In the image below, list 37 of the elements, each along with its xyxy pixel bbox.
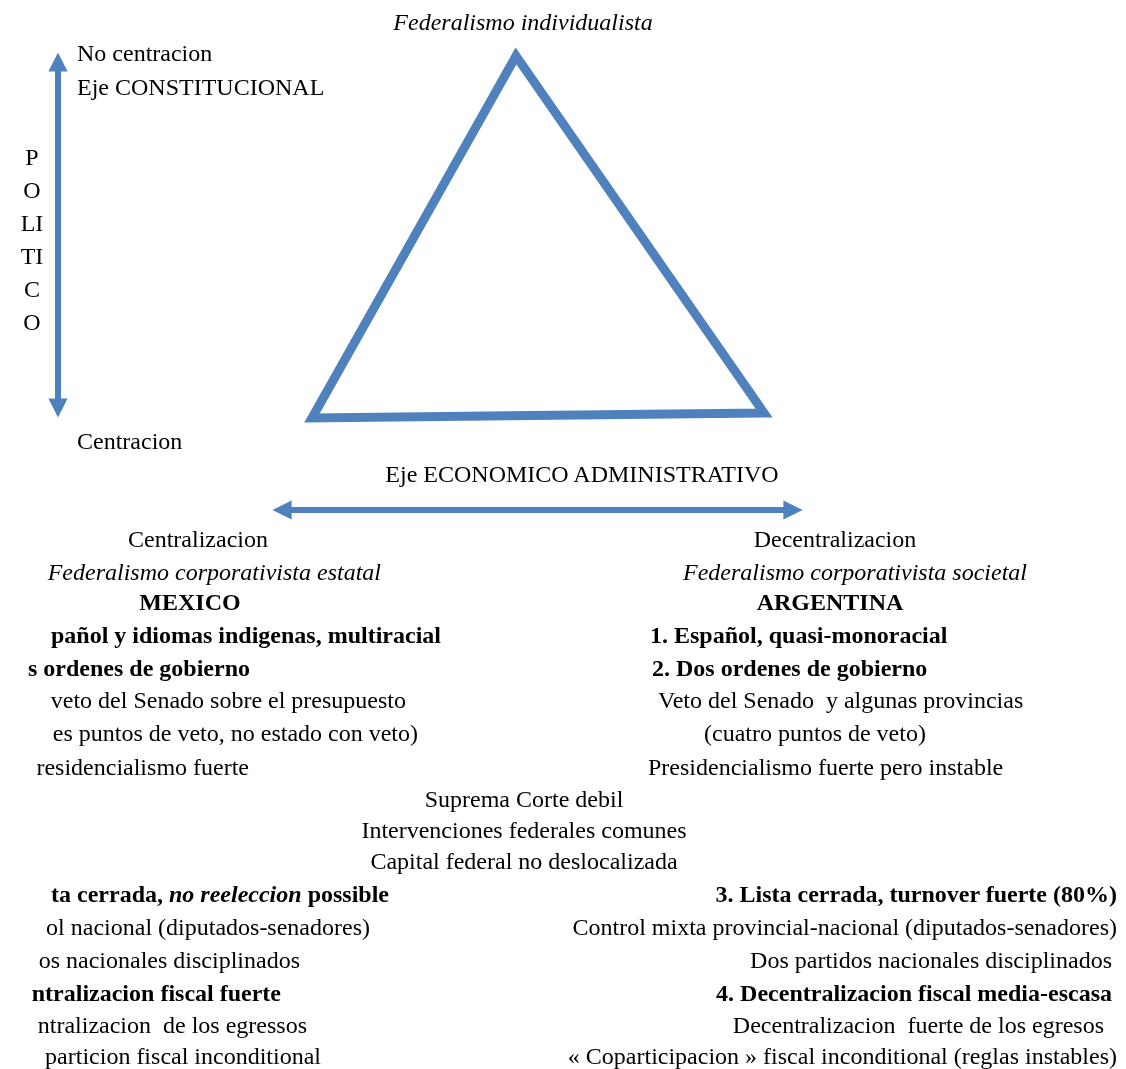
country-heading: ARGENTINA — [756, 588, 904, 616]
list-item: « Coparticipacion » fiscal inconditional (reglas instables) — [567, 1042, 1117, 1069]
list-item: (cuatro puntos de veto) — [704, 719, 926, 747]
country-heading: MEXICO — [139, 588, 241, 616]
axis-label: Eje CONSTITUCIONAL — [77, 73, 325, 101]
list-heading: pañol y idiomas indigenas, multiracial — [50, 621, 441, 649]
list-item: Veto del Senado y algunas provincias — [658, 686, 1024, 714]
list-heading: ta cerrada, no reeleccion possible — [51, 880, 389, 908]
list-heading: 2. Dos ordenes de gobierno — [652, 654, 928, 682]
list-heading: 3. Lista cerrada, turnover fuerte (80%) — [715, 880, 1117, 908]
shared-item: Intervenciones federales comunes — [361, 816, 687, 844]
axis-label: Eje ECONOMICO ADMINISTRATIVO — [385, 460, 779, 488]
list-item: Dos partidos nacionales disciplinados — [750, 946, 1112, 974]
column-label: Federalismo corporativista estatal — [47, 558, 381, 586]
list-item: ol nacional (diputados-senadores) — [46, 913, 370, 941]
list-item: veto del Senado sobre el presupuesto — [50, 686, 406, 714]
list-item: os nacionales disciplinados — [38, 946, 300, 974]
list-heading: ntralizacion fiscal fuerte — [31, 979, 281, 1007]
list-item: residencialismo fuerte — [36, 753, 249, 781]
list-item: Decentralizacion fuerte de los egresos — [732, 1011, 1104, 1039]
list-item: ntralizacion de los egressos — [37, 1011, 307, 1039]
list-heading: 1. Español, quasi-monoracial — [650, 621, 948, 649]
column-label: Decentralizacion — [753, 525, 917, 553]
column-label: Centralizacion — [128, 525, 268, 553]
list-heading: 4. Decentralizacion fiscal media-escasa — [716, 979, 1112, 1007]
axis-label: No centracion — [77, 39, 213, 67]
corner-label: Federalismo individualista — [393, 8, 653, 36]
axis-label: Centracion — [77, 427, 183, 455]
list-item: particion fiscal inconditional — [45, 1042, 321, 1069]
axis-label: POLITICO — [20, 143, 44, 337]
shared-item: Suprema Corte debil — [424, 785, 624, 813]
column-label: Federalismo corporativista societal — [683, 558, 1027, 586]
shared-item: Capital federal no deslocalizada — [370, 847, 678, 875]
list-item: es puntos de veto, no estado con veto) — [52, 719, 418, 747]
list-item: Presidencialismo fuerte pero instable — [648, 753, 1004, 781]
list-item: Control mixta provincial-nacional (diputados-senadores) — [572, 913, 1117, 941]
list-heading: s ordenes de gobierno — [28, 654, 250, 682]
